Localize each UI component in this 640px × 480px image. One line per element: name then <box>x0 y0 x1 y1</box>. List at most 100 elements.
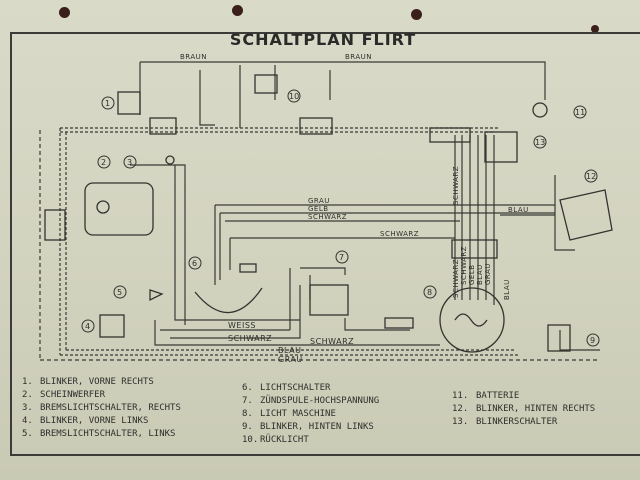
tail-light-icon <box>532 102 548 118</box>
light-switch-icon <box>194 287 263 314</box>
wire-bottom <box>154 320 440 346</box>
blinker-rear-right-icon <box>559 189 613 241</box>
legend-item: 13.BLINKERSCHALTER <box>452 417 558 427</box>
blinker-front-right-icon <box>117 91 141 115</box>
marker-6-label: 6 <box>192 259 197 268</box>
marker-10 <box>287 89 301 103</box>
wire-label-blau: BLAU <box>278 346 301 355</box>
wire-label-gelb: GELB <box>308 205 329 213</box>
connector-block <box>149 117 177 135</box>
wire-rear <box>554 175 575 251</box>
punch-hole <box>591 25 599 33</box>
marker-6 <box>188 256 202 270</box>
wire-label-blau: BLAU <box>508 206 529 214</box>
wire-label-schwarz: SCHWARZ <box>380 230 419 238</box>
wire-label-gelb-vertical: GELB <box>468 264 476 285</box>
wire-label-schwarz-vertical: SCHWARZ <box>452 259 460 298</box>
marker-1-label: 1 <box>105 99 110 108</box>
wire-coil-out <box>344 318 410 331</box>
marker-1 <box>101 96 115 110</box>
connector-block <box>451 239 498 259</box>
wire-label-schwarz-vertical: SCHWARZ <box>452 166 460 205</box>
marker-3 <box>123 155 137 169</box>
wire-schwarz-bottom <box>170 285 301 339</box>
marker-11 <box>573 105 587 119</box>
wire-label-braun: BRAUN <box>180 53 207 61</box>
wire-label-schwarz: SCHWARZ <box>308 213 347 221</box>
wire-label-grau: GRAU <box>308 197 330 205</box>
wire-label-schwarz-vertical: SCHWARZ <box>460 246 468 285</box>
wire-label-grau: GRAU <box>278 355 303 364</box>
connector-block <box>44 209 66 241</box>
brake-switch-left-icon <box>149 289 164 302</box>
marker-8-label: 8 <box>427 288 432 297</box>
marker-13-label: 13 <box>535 138 545 147</box>
spark-plug-icon <box>384 317 414 329</box>
wire-label-blau-vertical: BLAU <box>476 264 484 285</box>
marker-10-label: 10 <box>289 92 299 101</box>
marker-3-label: 3 <box>127 158 132 167</box>
legend-item: 1.BLINKER, VORNE RECHTS <box>22 377 154 387</box>
marker-7-label: 7 <box>339 253 344 262</box>
connector-block <box>299 117 333 135</box>
marker-9 <box>586 333 600 347</box>
wire-label-grau-vertical: GRAU <box>484 263 492 285</box>
marker-4-label: 4 <box>85 322 90 331</box>
marker-11-label: 11 <box>575 108 585 117</box>
legend-item: 10.RÜCKLICHT <box>242 435 309 445</box>
light-switch-contact-icon <box>239 263 257 273</box>
legend-item: 5.BREMSLICHTSCHALTER, LINKS <box>22 429 176 439</box>
wire-headlight <box>130 164 186 325</box>
wire-top-branch <box>199 70 215 126</box>
battery-icon <box>484 131 518 163</box>
marker-2-label: 2 <box>101 158 106 167</box>
legend-item: 3.BREMSLICHTSCHALTER, RECHTS <box>22 403 181 413</box>
marker-5 <box>113 285 127 299</box>
marker-8 <box>423 285 437 299</box>
connector-block <box>429 127 471 143</box>
blinker-switch-icon <box>254 74 278 94</box>
punch-hole <box>59 7 70 18</box>
wire-rear-blinker <box>559 330 600 351</box>
legend-column-3: 11.BATTERIE 12.BLINKER, HINTEN RECHTS 13… <box>452 390 595 429</box>
legend-item: 12.BLINKER, HINTEN RECHTS <box>452 404 596 414</box>
brake-switch-right-icon <box>165 155 175 165</box>
blinker-rear-left-icon <box>547 324 571 352</box>
wire-label-blau-vertical: BLAU <box>503 279 511 300</box>
punch-hole <box>411 9 422 20</box>
wire-label-braun: BRAUN <box>345 53 372 61</box>
marker-2 <box>97 155 111 169</box>
wire-headlight <box>174 165 300 321</box>
wire-label-schwarz: SCHWARZ <box>310 337 354 346</box>
marker-13 <box>533 135 547 149</box>
marker-7 <box>335 250 349 264</box>
legend-item: 11.BATTERIE <box>452 391 520 401</box>
marker-4 <box>81 319 95 333</box>
legend-item: 7.ZÜNDSPULE-HOCHSPANNUNG <box>242 396 380 406</box>
wire-braun-top <box>140 61 546 100</box>
headlight-icon <box>84 182 154 236</box>
punch-hole <box>232 5 243 16</box>
alternator-icon <box>439 287 505 353</box>
legend-column-2: 6.LICHTSCHALTER 7.ZÜNDSPULE-HOCHSPANNUNG… <box>242 382 379 447</box>
marker-12-label: 12 <box>586 172 596 181</box>
diagram-title: SCHALTPLAN FLIRT <box>229 30 417 49</box>
legend-item: 8.LICHT MASCHINE <box>242 409 336 419</box>
marker-9-label: 9 <box>590 336 595 345</box>
wire-label-schwarz: SCHWARZ <box>228 334 272 343</box>
legend-column-1: 1.BLINKER, VORNE RECHTS 2.SCHEINWERFER 3… <box>22 376 181 441</box>
legend-item: 6.LICHTSCHALTER <box>242 383 331 393</box>
marker-12 <box>584 169 598 183</box>
marker-5-label: 5 <box>117 288 122 297</box>
ignition-coil-icon <box>309 284 349 316</box>
alternator-coil-icon <box>454 313 488 327</box>
blinker-front-left-icon <box>99 314 125 338</box>
legend-item: 2.SCHEINWERFER <box>22 390 106 400</box>
diagram-frame <box>10 32 640 456</box>
wire-label-weiss: WEISS <box>228 321 256 330</box>
legend-item: 4.BLINKER, VORNE LINKS <box>22 416 149 426</box>
legend-item: 9.BLINKER, HINTEN LINKS <box>242 422 374 432</box>
headlight-bulb-icon <box>96 200 110 214</box>
